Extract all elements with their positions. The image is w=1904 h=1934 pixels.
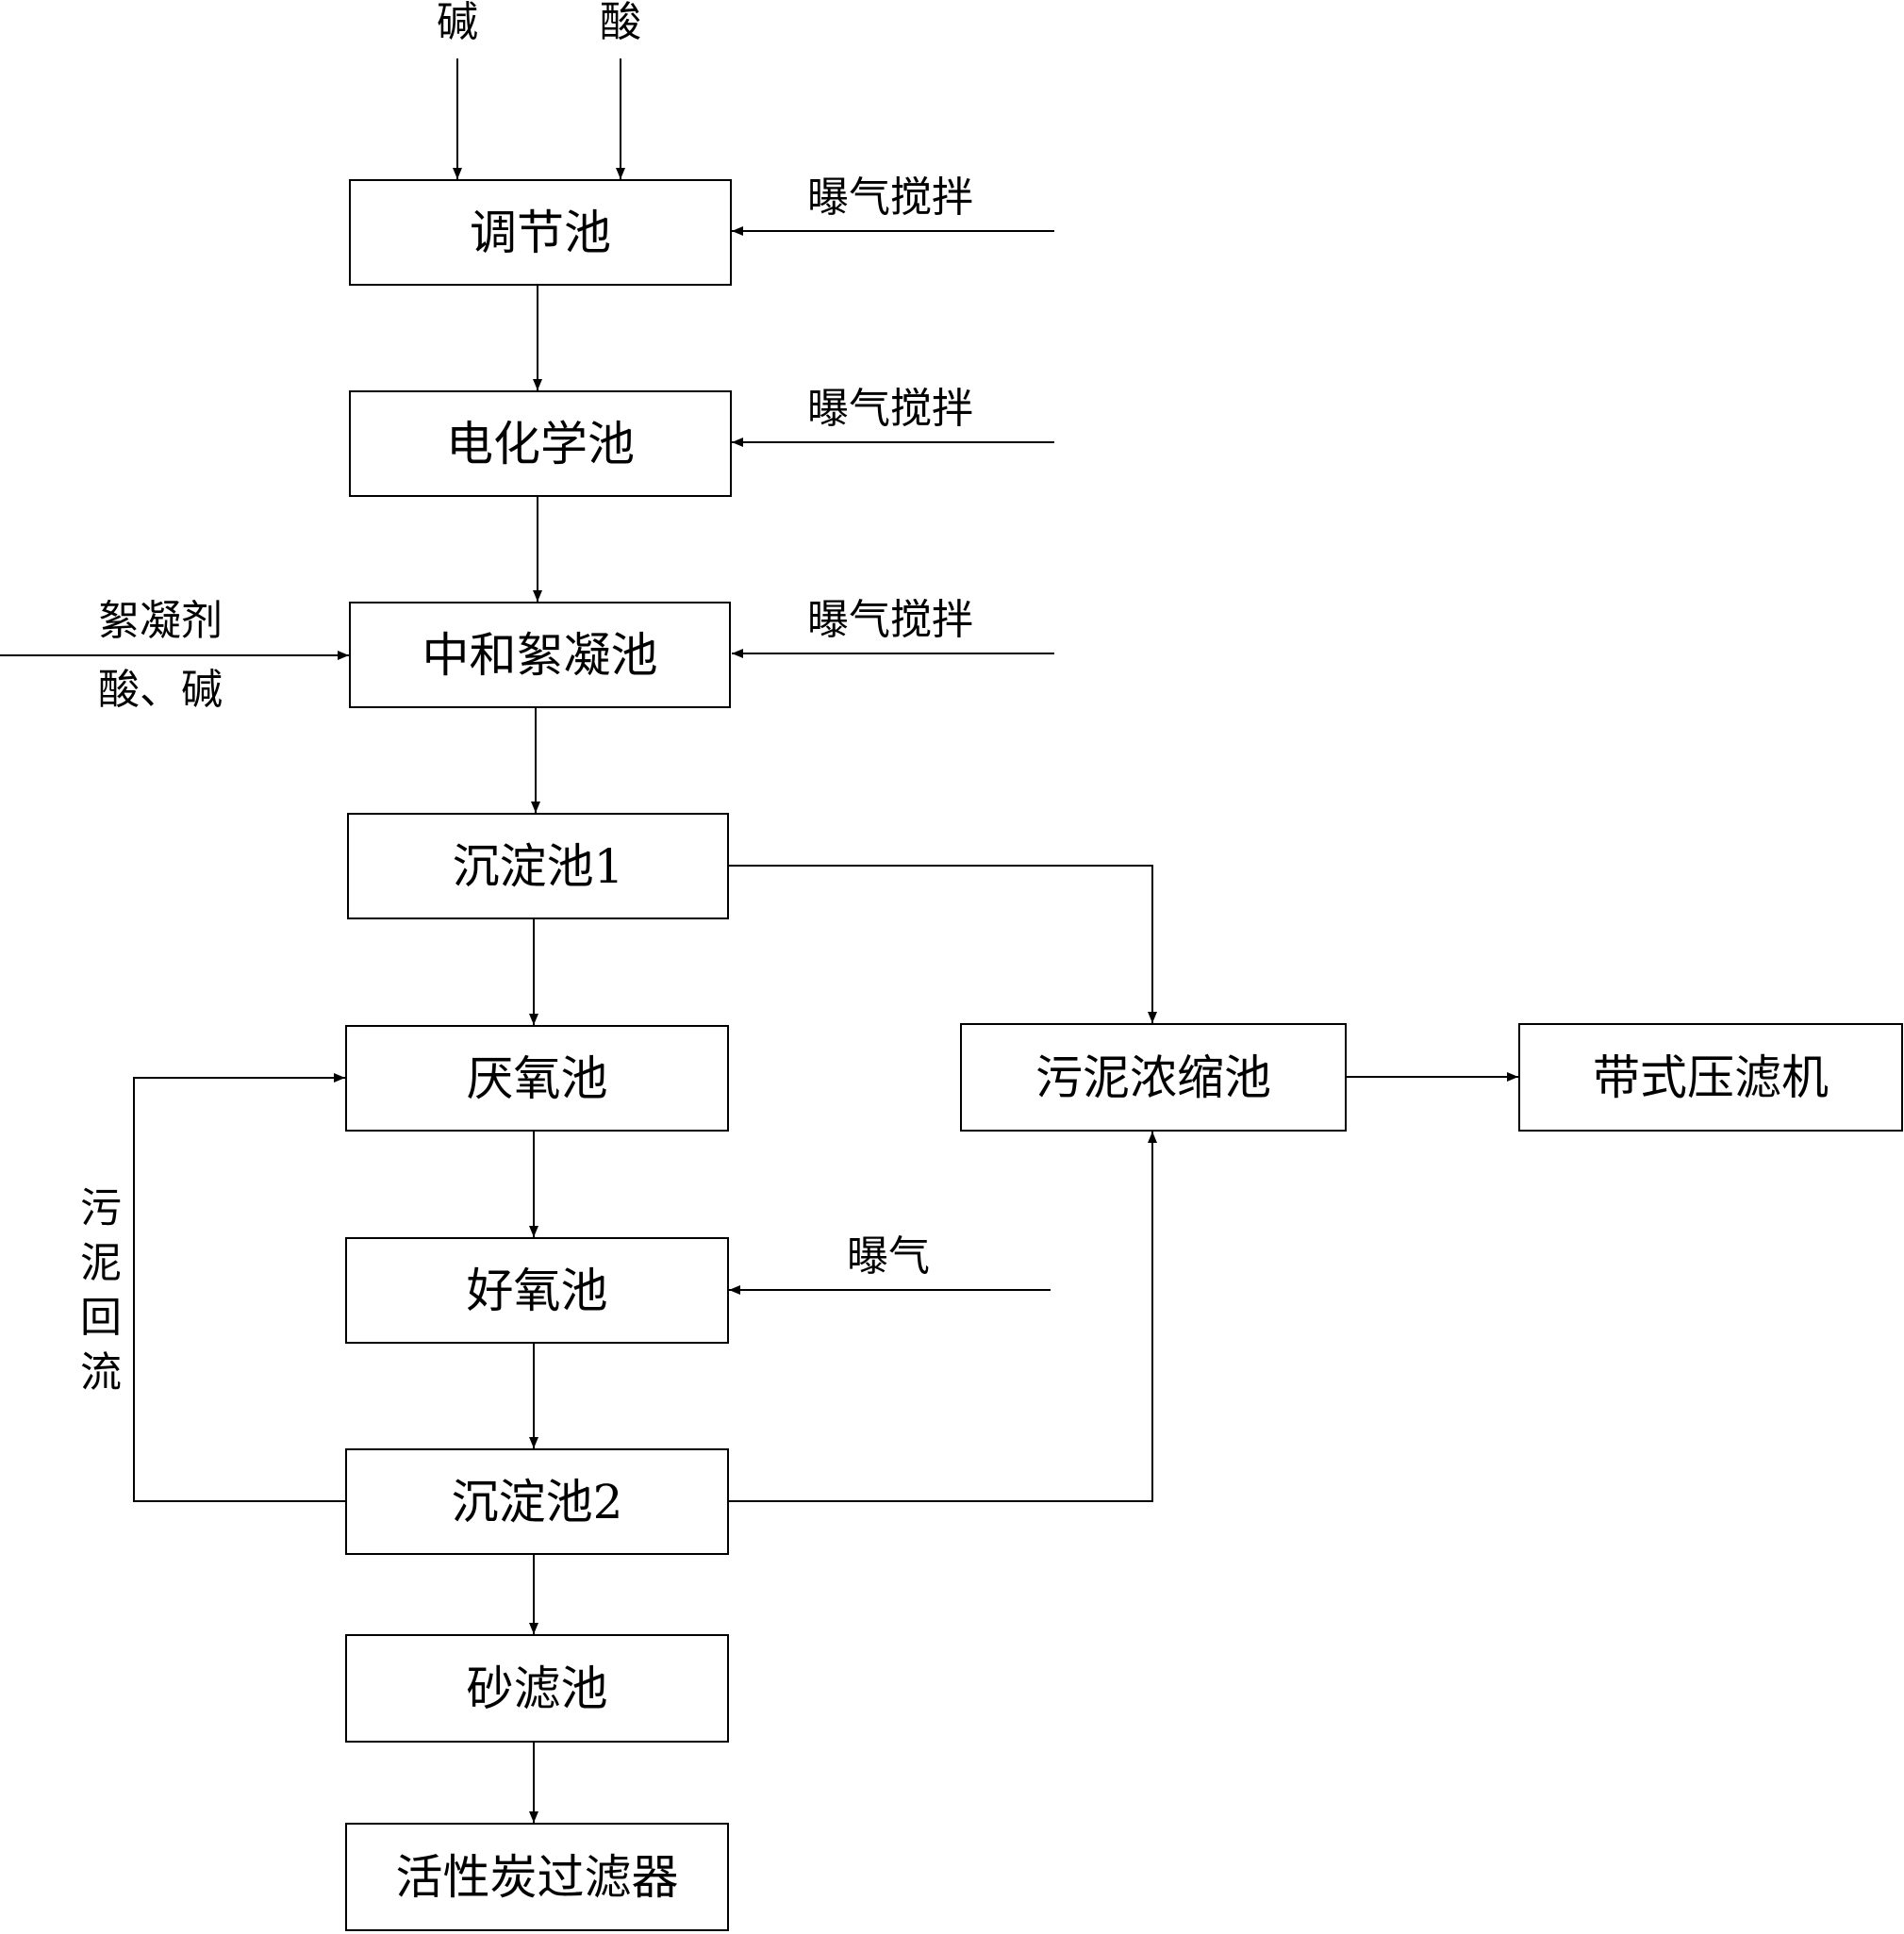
box-activated-carbon-filter: 活性炭过滤器 — [345, 1823, 729, 1931]
box-sand-filter: 砂滤池 — [345, 1634, 729, 1743]
box-anaerobic-tank: 厌氧池 — [345, 1025, 729, 1132]
label-sludge-return-char: 回 — [80, 1294, 122, 1342]
box-sedimentation-tank-2: 沉淀池2 — [345, 1448, 729, 1555]
label-aeration-stir-2: 曝气搅拌 — [807, 385, 973, 433]
label-aeration-stir-1: 曝气搅拌 — [807, 174, 973, 222]
box-aerobic-tank: 好氧池 — [345, 1237, 729, 1344]
box-sludge-thickener: 污泥浓缩池 — [960, 1023, 1347, 1132]
arrow-sed2-to-thickener — [729, 1132, 1157, 1502]
label-acid-alkali: 酸、碱 — [98, 666, 223, 714]
label-aeration-stir-3: 曝气搅拌 — [807, 596, 973, 644]
label-flocculant: 絮凝剂 — [98, 597, 223, 645]
label-sludge-return-char: 流 — [80, 1348, 122, 1397]
label-sludge-return-char: 泥 — [80, 1239, 122, 1287]
label-alkali-top: 碱 — [437, 0, 478, 46]
box-belt-filter-press: 带式压滤机 — [1518, 1023, 1903, 1132]
box-sedimentation-tank-1: 沉淀池1 — [347, 813, 729, 919]
arrow-sed1-to-thickener — [729, 865, 1157, 1023]
label-sludge-return: 污 泥 回 流 — [77, 1182, 124, 1400]
box-regulating-tank: 调节池 — [349, 179, 732, 286]
label-aeration: 曝气 — [847, 1232, 930, 1281]
label-acid-top: 酸 — [600, 0, 641, 46]
label-sludge-return-char: 污 — [80, 1184, 122, 1232]
box-neutralization-flocculation-tank: 中和絮凝池 — [349, 602, 731, 708]
arrow-sludge-return — [133, 1073, 345, 1502]
box-electrochemical-tank: 电化学池 — [349, 390, 732, 497]
